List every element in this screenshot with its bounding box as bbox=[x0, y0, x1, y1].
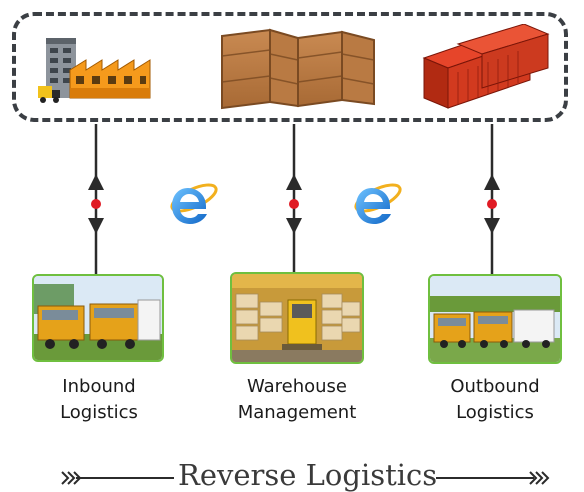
warehouse-photo bbox=[230, 272, 364, 364]
outbound-connector-arrow bbox=[484, 124, 500, 274]
factory-icon bbox=[38, 38, 151, 103]
internet-explorer-icon bbox=[354, 183, 402, 224]
top-dashed-container bbox=[12, 12, 568, 122]
inbound-trucks-photo bbox=[32, 274, 164, 362]
label-line: Outbound bbox=[450, 376, 540, 397]
label-line: Logistics bbox=[456, 402, 534, 423]
shipping-containers-icon bbox=[422, 24, 550, 109]
internet-explorer-icon bbox=[170, 183, 218, 224]
inbound-logistics-label: Inbound Logistics bbox=[14, 374, 184, 426]
outbound-logistics-label: Outbound Logistics bbox=[410, 374, 580, 426]
warehouse-management-label: Warehouse Management bbox=[212, 374, 382, 426]
label-line: Inbound bbox=[62, 376, 136, 397]
warehouse-connector-arrow bbox=[286, 124, 302, 274]
wooden-crates-icon bbox=[221, 28, 375, 110]
outbound-trucks-photo bbox=[428, 274, 562, 364]
label-line: Logistics bbox=[60, 402, 138, 423]
footer-title: Reverse Logistics bbox=[178, 458, 438, 492]
reverse-logistics-footer: Reverse Logistics bbox=[0, 458, 584, 492]
double-arrow-line bbox=[61, 471, 550, 485]
connector-arrows bbox=[88, 124, 500, 274]
label-line: Warehouse bbox=[246, 376, 348, 397]
label-line: Management bbox=[237, 402, 357, 423]
inbound-connector-arrow bbox=[88, 124, 104, 274]
